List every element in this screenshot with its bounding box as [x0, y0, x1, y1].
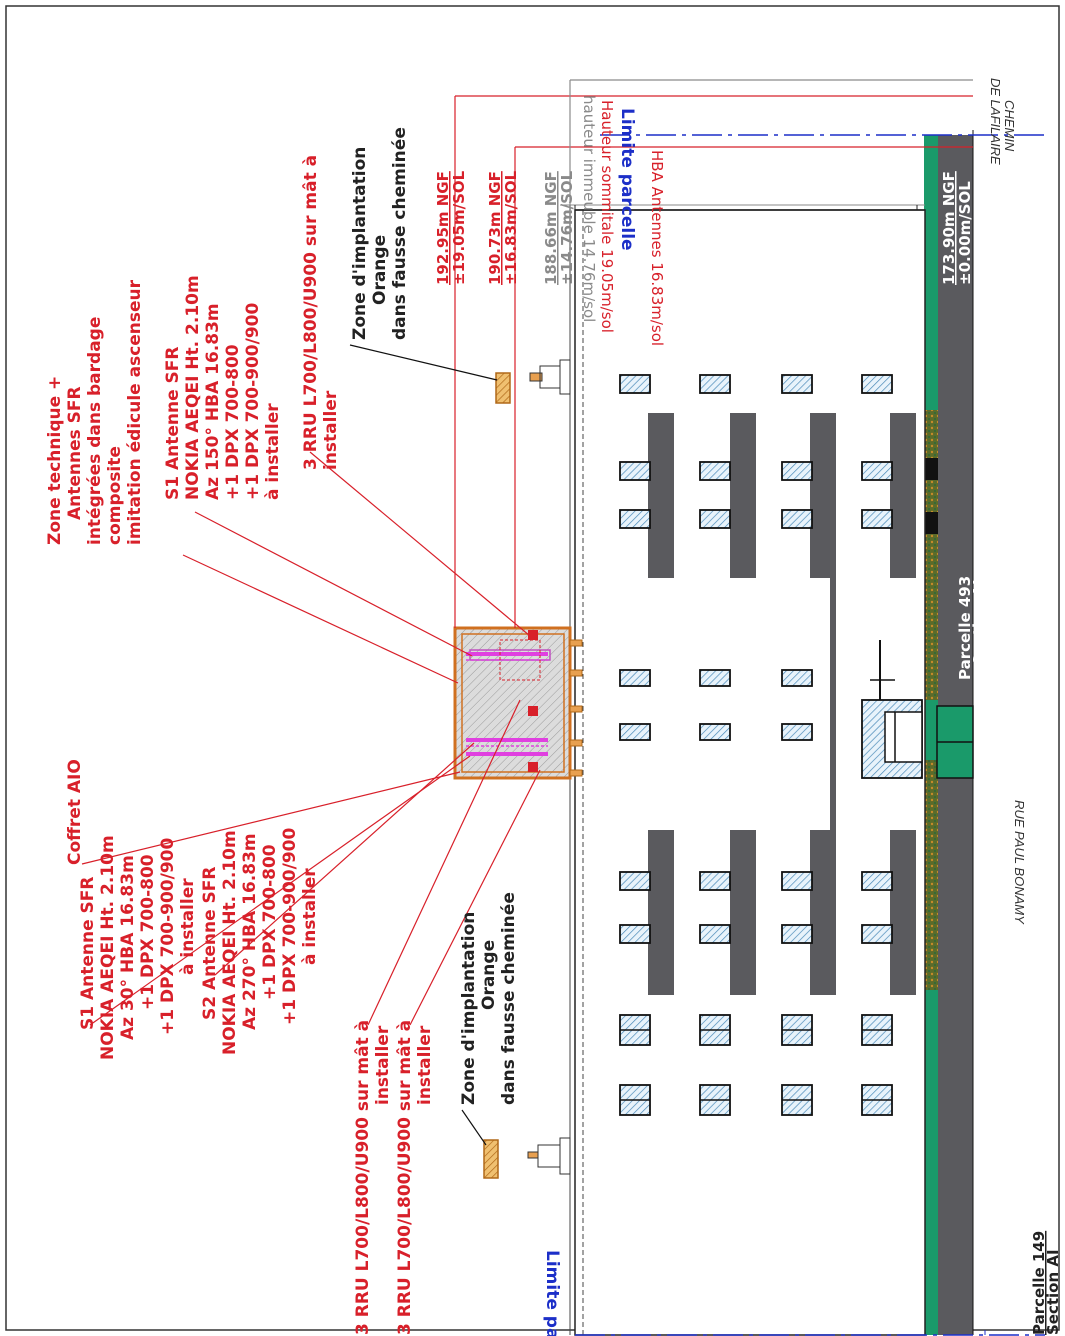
- label-rru-a: 3 RRU L700/L800/U900 sur mât à installer: [353, 1020, 393, 1335]
- svg-text:Coffret AIO: Coffret AIO: [65, 759, 85, 865]
- aio-cabinet: [499, 639, 541, 681]
- svg-text:hauteur immeuble 14.76m/sol: hauteur immeuble 14.76m/sol: [580, 95, 598, 322]
- svg-text:à installer: à installer: [178, 878, 198, 975]
- windows: [619, 374, 893, 1116]
- svg-text:Limite parcelle: Limite parcelle: [617, 108, 637, 251]
- svg-text:+1 DPX 700-900/900: +1 DPX 700-900/900: [243, 303, 263, 500]
- svg-text:installer: installer: [321, 390, 341, 470]
- rru-box: [528, 706, 538, 716]
- svg-text:+1 DPX 700-900/900: +1 DPX 700-900/900: [280, 828, 300, 1025]
- svg-text:Az 150° HBA 16.83m: Az 150° HBA 16.83m: [203, 303, 223, 500]
- svg-text:NOKIA AEQEI Ht. 2.10m: NOKIA AEQEI Ht. 2.10m: [183, 275, 203, 500]
- dimension-lines: [454, 79, 973, 628]
- label-zone-orange-right: Zone d'implantation Orange dans fausse c…: [350, 127, 410, 340]
- svg-text:3 RRU L700/L800/U900 sur mât à: 3 RRU L700/L800/U900 sur mât à: [353, 1020, 373, 1335]
- svg-text:Zone technique +: Zone technique +: [45, 376, 65, 545]
- ground-green-strip: [924, 135, 938, 1335]
- svg-text:Section AI: Section AI: [1044, 1249, 1062, 1335]
- svg-text:NOKIA AEQEI Ht. 2.10m: NOKIA AEQEI Ht. 2.10m: [98, 835, 118, 1060]
- label-s1-antenne-b: S1 Antenne SFR NOKIA AEQEI Ht. 2.10m Az …: [163, 275, 283, 500]
- svg-text:±16.83m/SOL: ±16.83m/SOL: [502, 170, 520, 285]
- label-coffret: Coffret AIO: [65, 759, 85, 865]
- svg-text:Az 30° HBA 16.83m: Az 30° HBA 16.83m: [118, 855, 138, 1040]
- svg-text:S2 Antenne SFR: S2 Antenne SFR: [200, 866, 220, 1020]
- svg-text:dans fausse cheminée: dans fausse cheminée: [499, 892, 519, 1105]
- svg-text:Orange: Orange: [370, 235, 390, 305]
- svg-text:à installer: à installer: [263, 403, 283, 500]
- svg-text:CHEMIN: CHEMIN: [1002, 100, 1017, 152]
- svg-text:S1 Antenne SFR: S1 Antenne SFR: [163, 346, 183, 500]
- svg-text:à installer: à installer: [300, 868, 320, 965]
- dim-hauteur-immeuble: hauteur immeuble 14.76m/sol: [580, 95, 598, 322]
- svg-text:±19.05m/SOL: ±19.05m/SOL: [450, 170, 468, 285]
- svg-text:Az 270° HBA 16.83m: Az 270° HBA 16.83m: [240, 833, 260, 1030]
- chimney-right: [495, 359, 571, 404]
- street-rue: RUE PAUL BONAMY: [1012, 800, 1027, 925]
- svg-text:HBA Antennes 16.83m/sol: HBA Antennes 16.83m/sol: [648, 150, 666, 346]
- level-19-05: 192.95m NGF ±19.05m/SOL: [434, 170, 468, 285]
- entrance-canopy: [861, 640, 923, 779]
- svg-text:+1 DPX 700-900/900: +1 DPX 700-900/900: [158, 838, 178, 1035]
- svg-text:Antennes SFR: Antennes SFR: [65, 386, 85, 520]
- svg-text:Section AI: Section AI: [970, 579, 988, 665]
- street-chemin: CHEMIN DE LAFILAIRE: [988, 78, 1017, 165]
- parcel-149: Parcelle 149 Section AI: [1030, 1231, 1062, 1335]
- dim-hauteur-sommitale: Hauteur sommitale 19.05m/sol: [598, 100, 616, 333]
- label-zone-orange-left: Zone d'implantation Orange dans fausse c…: [459, 892, 519, 1105]
- svg-text:+1 DPX 700-800: +1 DPX 700-800: [223, 344, 243, 500]
- svg-text:Parcelle 493: Parcelle 493: [956, 576, 974, 680]
- svg-text:3 RRU L700/L800/U900 sur mât à: 3 RRU L700/L800/U900 sur mât à: [301, 155, 321, 470]
- leader-lines-black: [349, 344, 498, 1146]
- sheet-border: [5, 5, 1060, 1331]
- label-s2-antenne: S2 Antenne SFR NOKIA AEQEI Ht. 2.10m Az …: [200, 828, 320, 1055]
- label-rru-b: 3 RRU L700/L800/U900 sur mât à installer: [395, 1020, 435, 1335]
- rru-box: [528, 762, 538, 772]
- svg-text:installer: installer: [373, 1025, 393, 1105]
- dim-hba: HBA Antennes 16.83m/sol: [648, 150, 666, 346]
- svg-text:Zone d'implantation: Zone d'implantation: [459, 912, 479, 1105]
- opening: [924, 512, 938, 534]
- svg-text:190.73m NGF: 190.73m NGF: [486, 171, 504, 285]
- svg-text:192.95m NGF: 192.95m NGF: [434, 171, 452, 285]
- antenna-s1-a: [466, 652, 548, 661]
- svg-text:188.66m NGF: 188.66m NGF: [542, 171, 560, 285]
- svg-text:173.90m NGF: 173.90m NGF: [940, 171, 958, 285]
- level-14-76: 188.66m NGF ±14.76m/SOL: [542, 170, 576, 285]
- svg-text:composite: composite: [105, 446, 125, 545]
- svg-text:installer: installer: [415, 1025, 435, 1105]
- svg-text:3 RRU L700/L800/U900 sur mât à: 3 RRU L700/L800/U900 sur mât à: [395, 1020, 415, 1335]
- svg-text:±14.76m/SOL: ±14.76m/SOL: [558, 170, 576, 285]
- svg-text:DE LAFILAIRE: DE LAFILAIRE: [988, 78, 1003, 165]
- antenna-s2: [466, 738, 548, 747]
- svg-text:intégrées dans bardage: intégrées dans bardage: [85, 317, 105, 545]
- level-0-00: 173.90m NGF ±0.00m/SOL: [940, 171, 974, 285]
- facade-panels: [648, 413, 916, 995]
- rru-box: [528, 630, 538, 640]
- svg-text:RUE PAUL BONAMY: RUE PAUL BONAMY: [1012, 800, 1027, 925]
- svg-text:Hauteur sommitale 19.05m/sol: Hauteur sommitale 19.05m/sol: [598, 100, 616, 333]
- svg-text:±0.00m/SOL: ±0.00m/SOL: [956, 181, 974, 285]
- svg-text:S1 Antenne SFR: S1 Antenne SFR: [78, 876, 98, 1030]
- svg-text:dans fausse cheminée: dans fausse cheminée: [390, 127, 410, 340]
- svg-text:+1 DPX 700-800: +1 DPX 700-800: [260, 844, 280, 1000]
- svg-text:Orange: Orange: [479, 940, 499, 1010]
- chimney-left: [483, 1137, 571, 1179]
- limite-parcelle-left: Limite parcelle: [542, 1250, 562, 1336]
- limite-parcelle-right: Limite parcelle: [617, 108, 637, 251]
- level-16-83: 190.73m NGF ±16.83m/SOL: [486, 170, 520, 285]
- svg-text:imitation édicule ascenseur: imitation édicule ascenseur: [125, 279, 145, 545]
- svg-text:Limite parcelle: Limite parcelle: [542, 1250, 562, 1336]
- svg-text:Zone d'implantation: Zone d'implantation: [350, 147, 370, 340]
- svg-text:Parcelle 149: Parcelle 149: [1030, 1231, 1048, 1335]
- opening: [924, 458, 938, 480]
- svg-text:+1 DPX 700-800: +1 DPX 700-800: [138, 854, 158, 1010]
- leader-lines: [81, 451, 541, 1026]
- label-zone-technique: Zone technique + Antennes SFR intégrées …: [45, 279, 145, 545]
- parcel-493: Parcelle 493 Section AI: [956, 576, 988, 680]
- label-s1-antenne-a: S1 Antenne SFR NOKIA AEQEI Ht. 2.10m Az …: [78, 835, 198, 1060]
- svg-text:NOKIA AEQEI Ht. 2.10m: NOKIA AEQEI Ht. 2.10m: [220, 830, 240, 1055]
- label-rru-c: 3 RRU L700/L800/U900 sur mât à installer: [301, 155, 341, 470]
